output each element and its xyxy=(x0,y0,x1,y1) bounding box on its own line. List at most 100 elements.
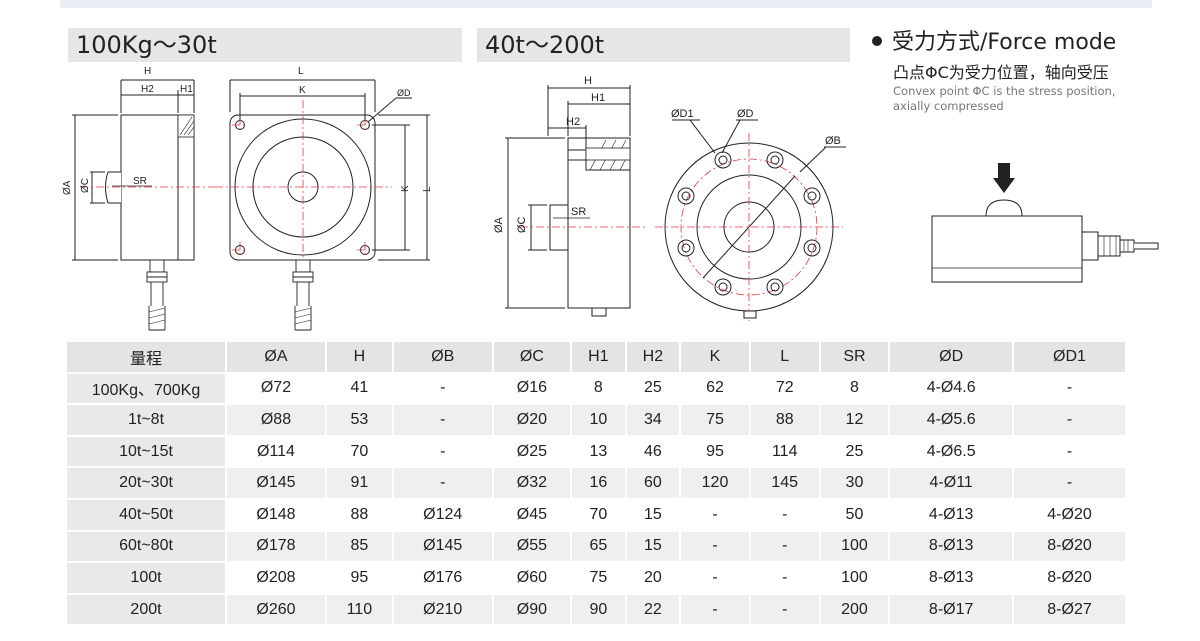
column-header: K xyxy=(681,342,751,374)
table-cell: 12 xyxy=(820,405,891,437)
table-cell: Ø176 xyxy=(393,563,494,595)
column-header: H xyxy=(326,342,394,374)
table-cell: 110 xyxy=(326,594,394,627)
table-cell: - xyxy=(681,563,751,595)
force-mode-panel: 受力方式/Force mode 凸点ΦC为受力位置，轴向受压 Convex po… xyxy=(872,28,1172,114)
table-cell: 4-Ø6.5 xyxy=(890,436,1015,469)
table-cell: 145 xyxy=(750,468,821,500)
table-cell: 34 xyxy=(626,405,682,437)
range-cell: 200t xyxy=(67,594,227,627)
table-cell: - xyxy=(393,373,494,406)
label-K-top: K xyxy=(299,85,306,96)
force-arrow-icon xyxy=(993,163,1015,193)
column-header: ØA xyxy=(227,342,327,374)
table-cell: Ø178 xyxy=(227,531,327,564)
label-phiA-large: ØA xyxy=(493,216,505,233)
table-cell: 8-Ø17 xyxy=(890,594,1015,627)
label-L-side: L xyxy=(422,186,433,192)
table-cell: 15 xyxy=(626,531,682,564)
table-cell: Ø16 xyxy=(493,373,573,406)
table-cell: Ø210 xyxy=(393,594,494,627)
table-cell: 46 xyxy=(626,436,682,469)
table-cell: 22 xyxy=(626,594,682,627)
table-cell: 100 xyxy=(820,563,891,595)
table-cell: - xyxy=(393,405,494,437)
label-phiD-small: ØD xyxy=(397,88,411,98)
range-cell: 100t xyxy=(67,563,227,595)
table-cell: Ø208 xyxy=(227,563,327,595)
table-cell: - xyxy=(750,531,821,564)
table-cell: 100 xyxy=(820,531,891,564)
table-cell: Ø114 xyxy=(227,436,327,469)
table-cell: 25 xyxy=(820,436,891,469)
table-cell: 120 xyxy=(681,468,751,500)
table-cell: 8-Ø13 xyxy=(890,531,1015,564)
table-cell: 70 xyxy=(572,499,627,532)
table-cell: 200 xyxy=(820,594,891,627)
table-cell: 95 xyxy=(681,436,751,469)
technical-drawings: H H2 H1 ØA ØC SR L K ØD L K xyxy=(62,66,1159,331)
force-mode-illustration xyxy=(931,163,1159,283)
table-cell: 4-Ø5.6 xyxy=(890,405,1015,437)
table-cell: 8-Ø13 xyxy=(890,563,1015,595)
table-cell: 15 xyxy=(626,499,682,532)
table-cell: Ø32 xyxy=(493,468,573,500)
table-cell: 95 xyxy=(326,563,394,595)
table-cell: 10 xyxy=(572,405,627,437)
force-mode-subtitle-cn: 凸点ΦC为受力位置，轴向受压 xyxy=(893,63,1109,82)
table-cell: 4-Ø20 xyxy=(1014,499,1127,532)
column-header: ØC xyxy=(493,342,573,374)
large-flange-top-view-drawing: ØD1 ØD ØB xyxy=(655,108,846,321)
label-H1-large: H1 xyxy=(591,92,605,104)
table-cell: 62 xyxy=(681,373,751,406)
table-cell: 88 xyxy=(326,499,394,532)
table-cell: - xyxy=(681,594,751,627)
table-cell: 114 xyxy=(750,436,821,469)
cable-connector-right xyxy=(292,259,314,331)
cable-connector-left xyxy=(146,259,168,331)
table-cell: 13 xyxy=(572,436,627,469)
column-header: L xyxy=(750,342,821,374)
table-cell: Ø145 xyxy=(393,531,494,564)
table-cell: Ø90 xyxy=(493,594,573,627)
table-cell: - xyxy=(750,594,821,627)
table-cell: Ø55 xyxy=(493,531,573,564)
table-cell: Ø25 xyxy=(493,436,573,469)
table-cell: 20 xyxy=(626,563,682,595)
table-cell: 90 xyxy=(572,594,627,627)
table-cell: - xyxy=(1014,468,1127,500)
table-cell: - xyxy=(750,563,821,595)
label-phiA: ØA xyxy=(62,180,73,195)
label-SR-large: SR xyxy=(571,206,586,218)
table-cell: 65 xyxy=(572,531,627,564)
small-top-view-drawing: L K ØD L K xyxy=(215,66,433,272)
table-cell: Ø145 xyxy=(227,468,327,500)
table-cell: 60 xyxy=(626,468,682,500)
table-cell: 4-Ø13 xyxy=(890,499,1015,532)
column-header: ØB xyxy=(393,342,494,374)
table-cell: 8-Ø20 xyxy=(1014,531,1127,564)
table-cell: - xyxy=(1014,373,1127,406)
range-cell: 40t~50t xyxy=(67,499,227,532)
label-phiC: ØC xyxy=(80,178,91,193)
table-cell: Ø60 xyxy=(493,563,573,595)
top-banner-strip xyxy=(60,0,1152,8)
section-title-small-range: 100Kg～30t xyxy=(68,28,462,62)
column-header: ØD1 xyxy=(1014,342,1127,374)
label-H-large: H xyxy=(584,75,592,87)
range-cell: 60t~80t xyxy=(67,531,227,564)
table-cell: - xyxy=(1014,436,1127,469)
label-phiD1: ØD1 xyxy=(671,108,694,120)
table-cell: Ø260 xyxy=(227,594,327,627)
table-cell: Ø148 xyxy=(227,499,327,532)
label-L-top: L xyxy=(298,66,304,77)
table-cell: 41 xyxy=(326,373,394,406)
table-cell: - xyxy=(393,436,494,469)
